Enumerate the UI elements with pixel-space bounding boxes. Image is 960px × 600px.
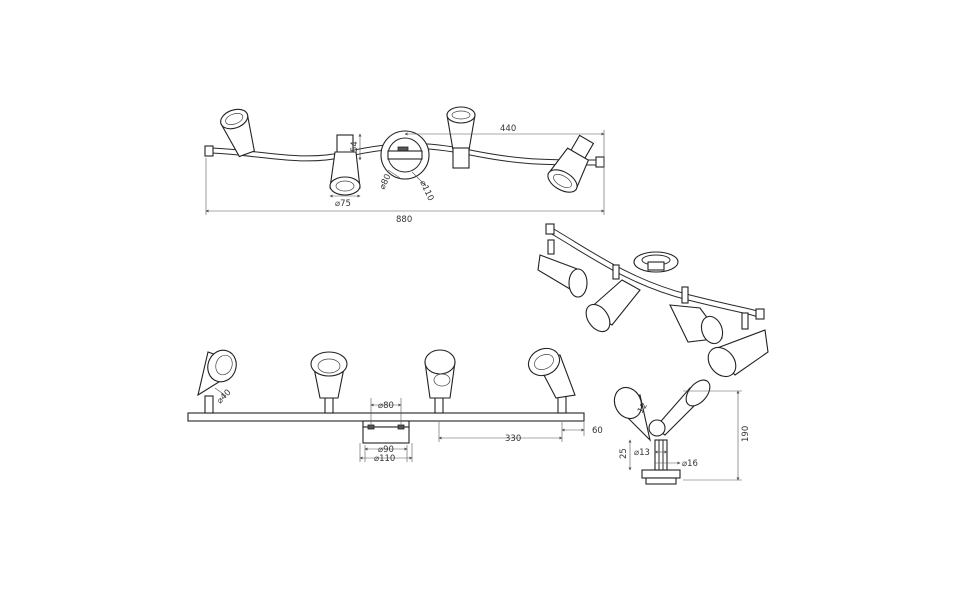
side-base — [641, 439, 681, 485]
front-spot-1 — [197, 349, 237, 414]
dim-440: 440 — [500, 124, 516, 134]
dim-60: 60 — [592, 426, 603, 436]
top-spot-3 — [446, 106, 476, 169]
front-spot-2 — [310, 351, 348, 414]
top-view: 880 440 54 ⌀75 ⌀80 ⌀110 — [204, 106, 605, 225]
front-spot-3 — [424, 349, 456, 414]
side-spot-left — [613, 386, 651, 442]
dim-880: 880 — [396, 215, 412, 225]
perspective-rail — [551, 227, 761, 313]
front-rail — [187, 412, 585, 422]
dim-25: 25 — [619, 448, 629, 459]
dim-d110-front: ⌀110 — [374, 454, 395, 464]
dim-d13: ⌀13 — [634, 448, 650, 458]
side-view: 190 12 25 ⌀13 ⌀16 — [613, 379, 751, 485]
dim-330: 330 — [505, 434, 521, 444]
dim-d80-top: ⌀80 — [378, 173, 394, 192]
front-view: ⌀40 ⌀80 ⌀90 ⌀110 330 60 — [187, 347, 603, 464]
dim-d40: ⌀40 — [215, 388, 233, 406]
dim-54: 54 — [350, 141, 360, 152]
front-spot-4 — [527, 347, 576, 414]
top-spot-1 — [220, 108, 255, 158]
perspective-spot-2 — [585, 264, 641, 333]
dim-d110-top: ⌀110 — [417, 179, 435, 203]
perspective-spot-1 — [537, 239, 588, 298]
perspective-spot-3 — [669, 286, 724, 345]
dim-d16: ⌀16 — [682, 459, 698, 469]
dim-d90: ⌀90 — [378, 445, 394, 455]
front-base — [362, 420, 410, 444]
top-spot-2 — [329, 134, 361, 196]
dim-12: 12 — [636, 401, 650, 415]
perspective-canopy — [633, 251, 679, 273]
perspective-spot-4 — [707, 312, 769, 378]
dim-d80-front: ⌀80 — [378, 401, 394, 411]
top-canopy — [380, 130, 430, 180]
top-spot-4 — [547, 134, 595, 193]
perspective-view — [537, 223, 769, 378]
dim-d75: ⌀75 — [335, 199, 351, 209]
dim-190: 190 — [741, 426, 751, 442]
